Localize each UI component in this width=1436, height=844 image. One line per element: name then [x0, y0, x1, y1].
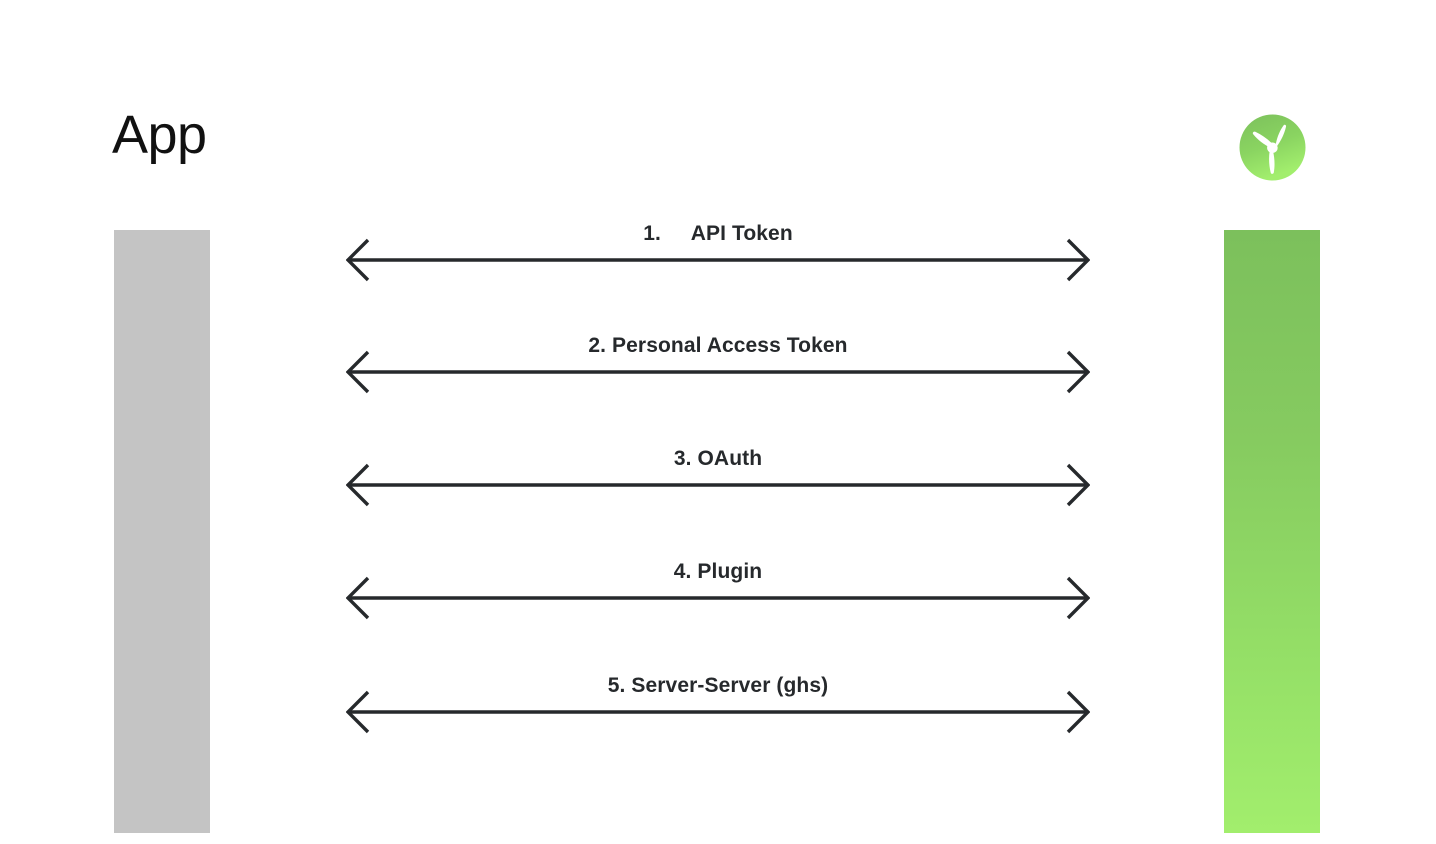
message-label: 2. Personal Access Token [588, 334, 848, 357]
bidirectional-arrow-icon [346, 238, 1090, 282]
bidirectional-arrow-icon [346, 350, 1090, 394]
left-actor-title: App [112, 105, 207, 165]
bidirectional-arrow-icon [346, 576, 1090, 620]
message-label: 5. Server-Server (ghs) [607, 674, 829, 697]
right-actor-lifeline [1224, 230, 1320, 833]
message-label: 4. Plugin [673, 560, 763, 583]
propeller-logo-icon [1235, 110, 1310, 185]
message-label: 3. OAuth [673, 447, 763, 470]
bidirectional-arrow-icon [346, 690, 1090, 734]
left-actor-lifeline [114, 230, 210, 833]
message-label: 1. API Token [643, 222, 793, 245]
bidirectional-arrow-icon [346, 463, 1090, 507]
